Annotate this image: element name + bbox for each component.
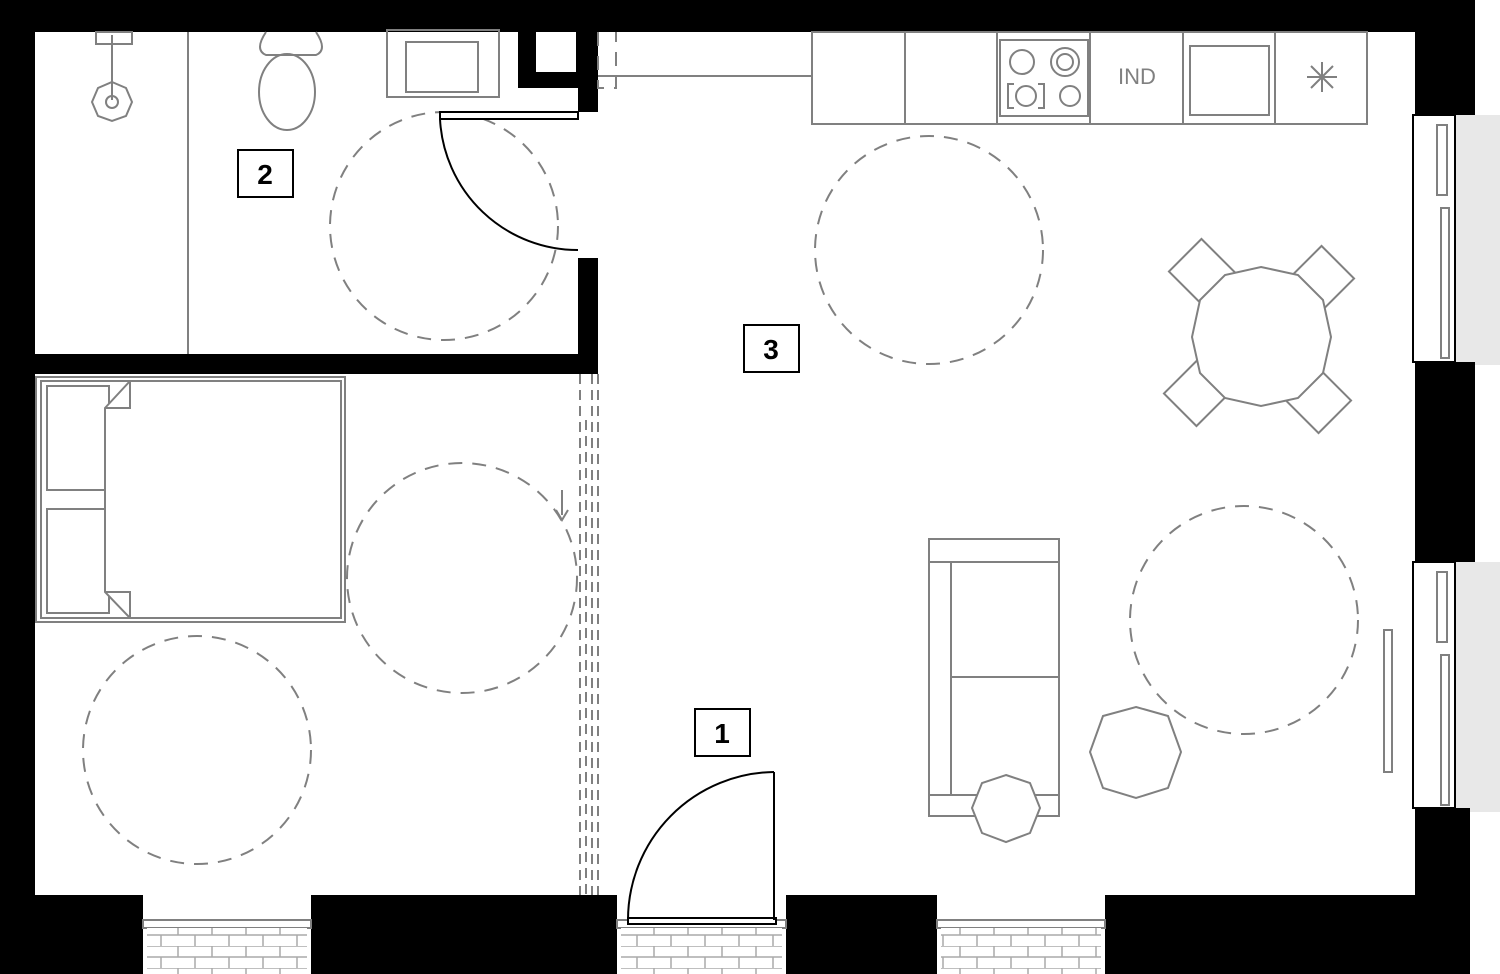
room-label-1: 1 — [694, 708, 751, 757]
induction-label: IND — [1118, 64, 1156, 89]
turning-circle — [814, 135, 1044, 365]
bathroom-fixtures — [90, 29, 559, 354]
sink — [1189, 45, 1270, 116]
cooktop — [999, 39, 1089, 117]
turning-circle — [346, 462, 578, 694]
bathroom-door[interactable] — [439, 111, 579, 252]
exterior-terrace — [1455, 115, 1500, 812]
shaft-outline — [597, 32, 617, 89]
entrance-door[interactable] — [627, 771, 777, 925]
turning-circle — [82, 635, 312, 865]
svg-text:2: 2 — [257, 159, 273, 190]
svg-text:1: 1 — [714, 718, 730, 749]
turning-circle — [1129, 505, 1359, 735]
stool — [970, 773, 1042, 844]
dining-set — [1162, 237, 1356, 435]
svg-text:3: 3 — [763, 334, 779, 365]
bed — [35, 376, 346, 623]
right-windows — [1383, 114, 1456, 809]
pouf — [1088, 705, 1183, 800]
room-label-2: 2 — [237, 149, 294, 198]
sliding-partition — [555, 374, 599, 895]
room-label-3: 3 — [743, 324, 800, 373]
kitchen-counter: IND — [598, 31, 1368, 125]
sofa — [928, 538, 1060, 817]
bottom-windows — [142, 919, 1106, 974]
